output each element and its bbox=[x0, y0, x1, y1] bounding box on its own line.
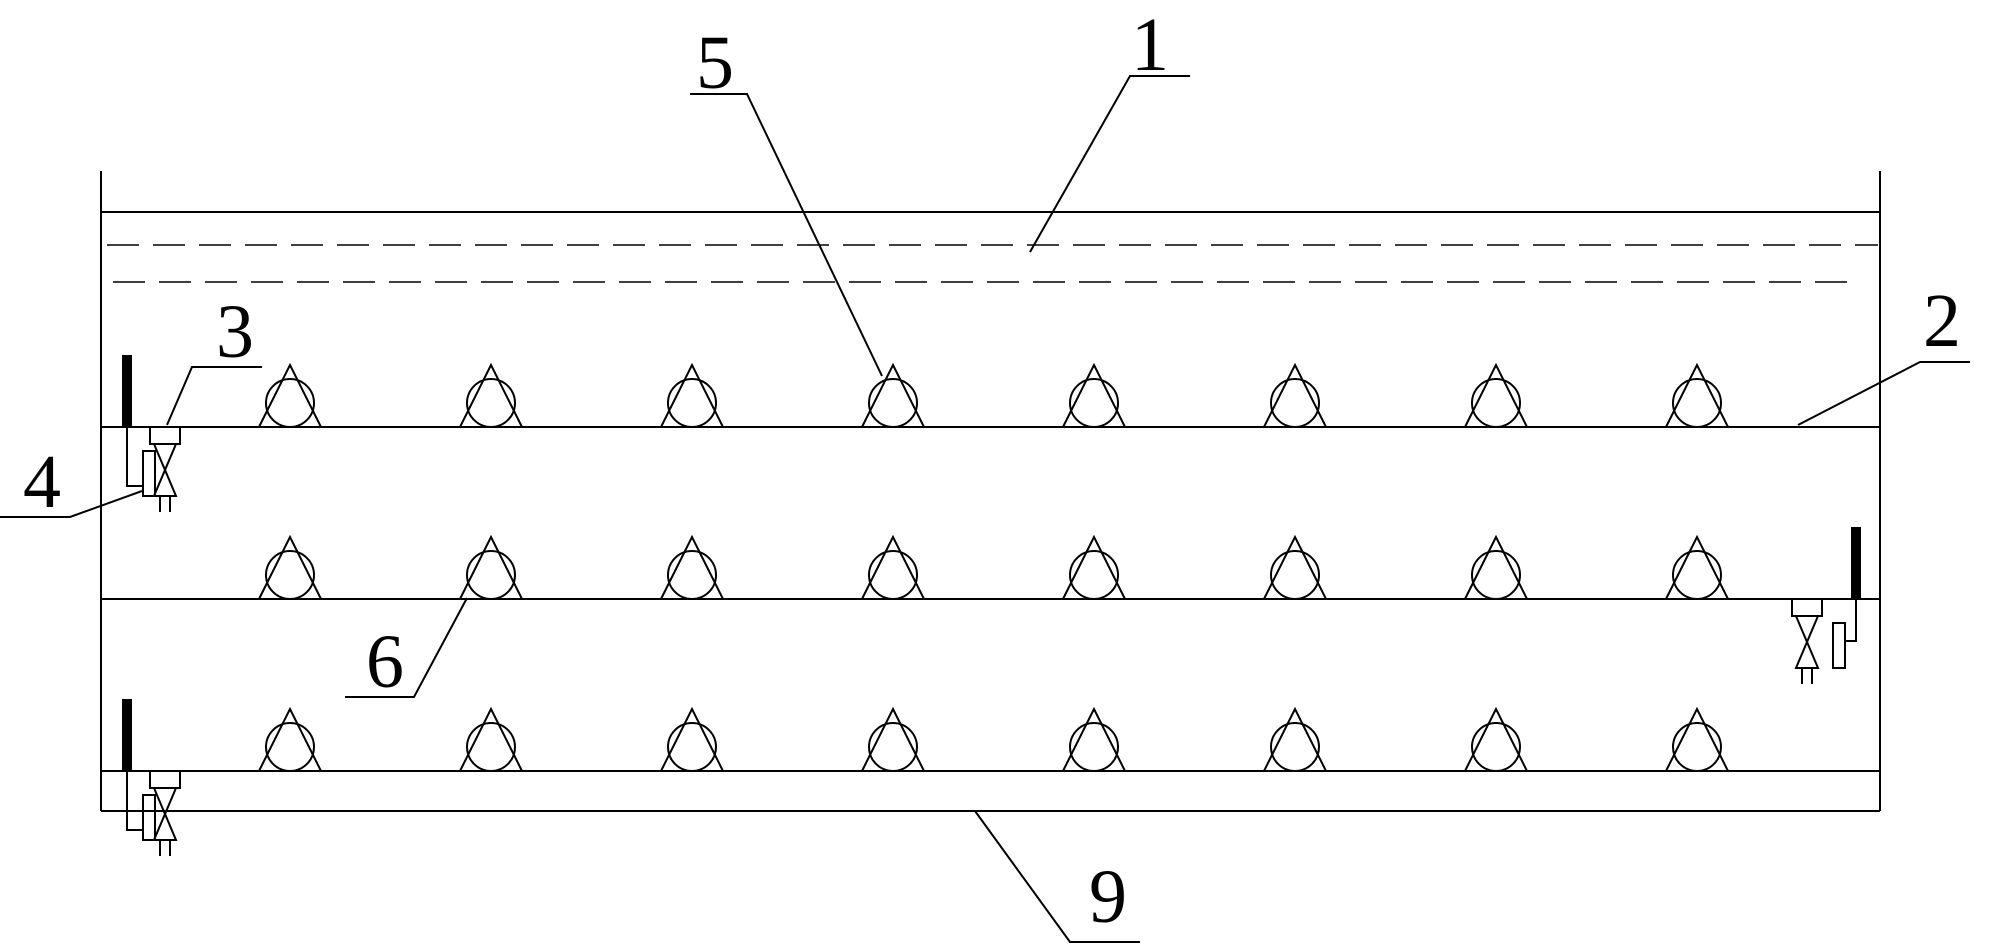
valve-assembly-right-middle bbox=[1791, 527, 1861, 684]
valve-body bbox=[1794, 615, 1820, 645]
label-3: 3 bbox=[216, 290, 254, 374]
diffuser-head bbox=[1069, 378, 1119, 428]
diffuser-cover bbox=[860, 706, 926, 772]
valve-stem bbox=[149, 771, 154, 789]
bypass-line bbox=[1845, 599, 1857, 642]
diffuser-cover bbox=[257, 534, 323, 600]
diffuser-cover bbox=[659, 362, 725, 428]
probe-rod bbox=[122, 355, 132, 427]
leader-3 bbox=[166, 366, 262, 426]
diffuser-cover bbox=[860, 534, 926, 600]
diffuser-head bbox=[1069, 550, 1119, 600]
leader-9 bbox=[974, 810, 1140, 943]
diffuser-cover bbox=[458, 362, 524, 428]
leader-4 bbox=[0, 490, 143, 518]
valve-stem bbox=[176, 771, 181, 789]
label-4: 4 bbox=[23, 440, 61, 524]
diffuser-head bbox=[265, 722, 315, 772]
leader-1 bbox=[1029, 75, 1190, 253]
diffuser-cover bbox=[458, 706, 524, 772]
valve-body bbox=[1794, 639, 1820, 669]
diffuser-cover bbox=[1262, 706, 1328, 772]
diffuser-head bbox=[868, 722, 918, 772]
leader-5 bbox=[690, 93, 883, 377]
diffuser-cover bbox=[257, 362, 323, 428]
probe-rod bbox=[1851, 527, 1861, 599]
valve-body bbox=[152, 811, 178, 841]
diffuser-head bbox=[1270, 378, 1320, 428]
diffuser-head bbox=[1471, 550, 1521, 600]
valve-stem bbox=[1791, 599, 1796, 617]
diffuser-cover bbox=[257, 706, 323, 772]
diffuser-head bbox=[1069, 722, 1119, 772]
diffuser-group bbox=[257, 362, 1730, 772]
actuator-box bbox=[142, 450, 156, 497]
diffuser-cover bbox=[1262, 362, 1328, 428]
leader-lines bbox=[0, 75, 1970, 943]
diffuser-head bbox=[1672, 722, 1722, 772]
diffuser-head bbox=[466, 378, 516, 428]
diffuser-head bbox=[868, 378, 918, 428]
valve-assembly-left-bottom bbox=[122, 699, 181, 856]
leader-6 bbox=[345, 597, 468, 698]
bypass-line bbox=[126, 771, 143, 831]
diffuser-head bbox=[1672, 550, 1722, 600]
diffuser-head bbox=[1270, 722, 1320, 772]
diffuser-cover bbox=[1664, 706, 1730, 772]
diffuser-head bbox=[466, 722, 516, 772]
valve-stem bbox=[176, 427, 181, 445]
leader-2 bbox=[1797, 361, 1970, 426]
diffuser-cover bbox=[1463, 362, 1529, 428]
valve-body bbox=[152, 443, 178, 473]
diffuser-cover bbox=[659, 534, 725, 600]
diffuser-cover bbox=[1061, 534, 1127, 600]
label-5: 5 bbox=[696, 21, 734, 105]
diffuser-head bbox=[868, 550, 918, 600]
diffuser-head bbox=[1471, 722, 1521, 772]
diffuser-head bbox=[265, 378, 315, 428]
diffuser-cover bbox=[1061, 706, 1127, 772]
label-6: 6 bbox=[366, 620, 404, 704]
diffuser-head bbox=[466, 550, 516, 600]
diffuser-head bbox=[1471, 378, 1521, 428]
diffuser-head bbox=[667, 550, 717, 600]
label-1: 1 bbox=[1131, 3, 1169, 87]
valve-body bbox=[152, 787, 178, 817]
diffuser-cover bbox=[860, 362, 926, 428]
diffuser-head bbox=[265, 550, 315, 600]
diffuser-cover bbox=[1262, 534, 1328, 600]
valve-body bbox=[152, 467, 178, 497]
valve-assembly-left-top bbox=[122, 355, 181, 512]
diffuser-head bbox=[667, 722, 717, 772]
actuator-box bbox=[1832, 622, 1846, 669]
diffuser-cover bbox=[1463, 706, 1529, 772]
diffuser-cover bbox=[1664, 534, 1730, 600]
diffuser-cover bbox=[1061, 362, 1127, 428]
diffuser-head bbox=[1672, 378, 1722, 428]
tank-walls bbox=[100, 171, 1881, 812]
diffuser-cover bbox=[1463, 534, 1529, 600]
diffuser-cover bbox=[659, 706, 725, 772]
bypass-line bbox=[126, 427, 143, 487]
valve-stem bbox=[149, 427, 154, 445]
valve-stem bbox=[1818, 599, 1823, 617]
actuator-box bbox=[142, 794, 156, 841]
diffuser-cover bbox=[1664, 362, 1730, 428]
probe-rod bbox=[122, 699, 132, 771]
label-9: 9 bbox=[1089, 855, 1127, 939]
diffuser-cover bbox=[458, 534, 524, 600]
label-2: 2 bbox=[1923, 279, 1961, 363]
diffuser-head bbox=[1270, 550, 1320, 600]
diffuser-head bbox=[667, 378, 717, 428]
